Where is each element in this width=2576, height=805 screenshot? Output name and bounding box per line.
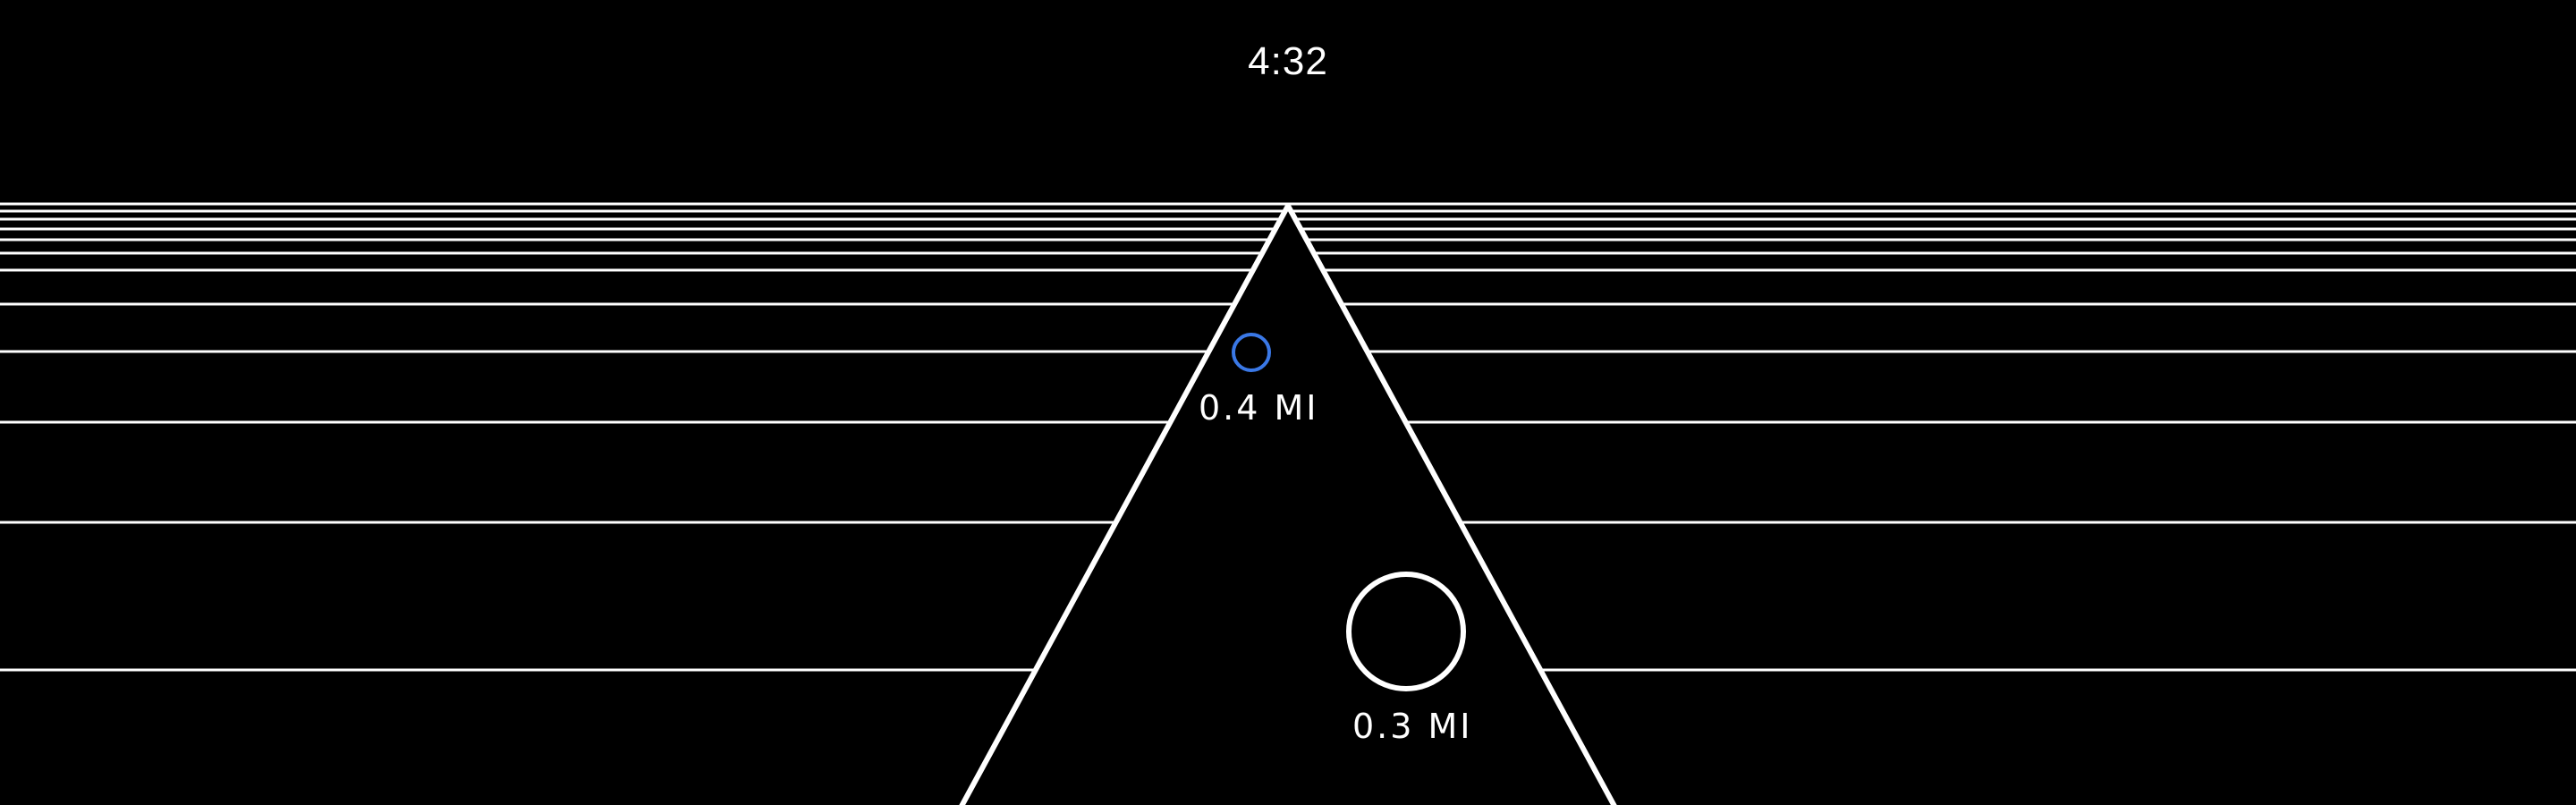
far-waypoint-marker-icon[interactable] — [1346, 572, 1466, 691]
far-waypoint-distance: 0.3 MI — [1352, 707, 1473, 746]
near-waypoint-distance: 0.4 MI — [1199, 388, 1319, 428]
status-time: 4:32 — [1248, 39, 1328, 83]
near-waypoint-marker-icon[interactable] — [1232, 333, 1271, 372]
road-path — [959, 203, 1617, 805]
